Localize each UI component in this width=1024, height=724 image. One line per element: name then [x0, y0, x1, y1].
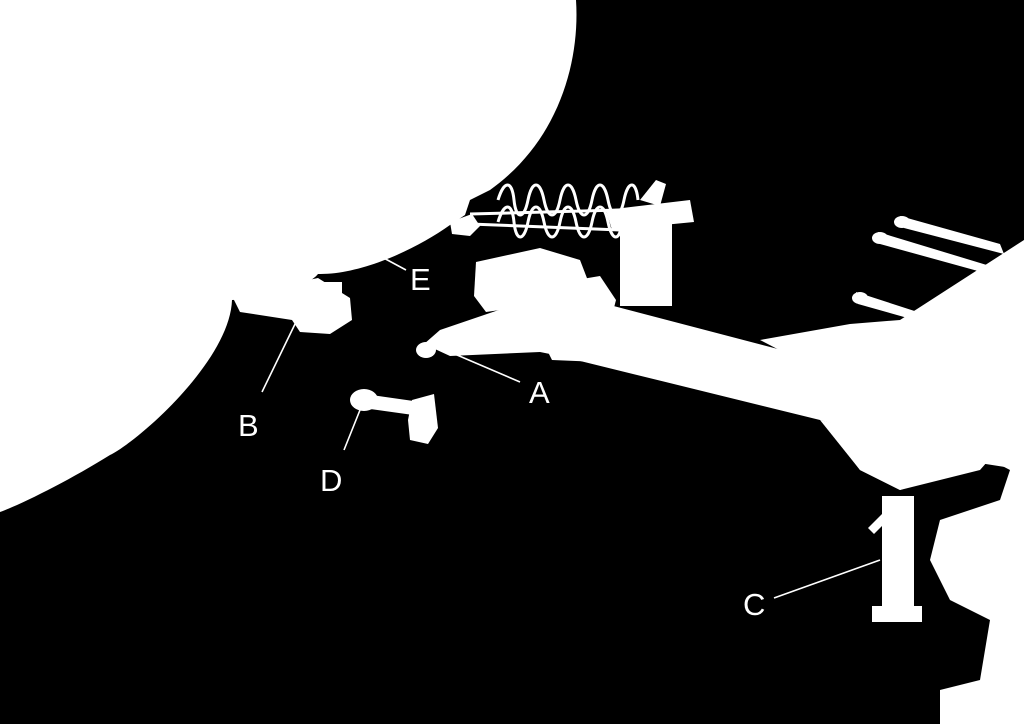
- leader-line-e: [379, 255, 407, 271]
- vehicle-silhouette: [0, 0, 577, 512]
- callout-label-a: A: [529, 375, 550, 410]
- part-d-pin: [350, 389, 438, 444]
- callout-label-d: D: [320, 463, 342, 498]
- callout-label-e: E: [410, 262, 431, 297]
- callout-label-c: C: [743, 587, 765, 622]
- part-e-bracket: [450, 214, 480, 236]
- leader-line-a: [449, 351, 521, 383]
- leader-line-b: [261, 321, 297, 393]
- part-b-mounting-plate: [232, 278, 352, 334]
- leader-line-c: [773, 559, 881, 599]
- callout-label-b: B: [238, 408, 259, 443]
- main-frame: [416, 180, 1024, 724]
- leader-line-d: [343, 409, 361, 451]
